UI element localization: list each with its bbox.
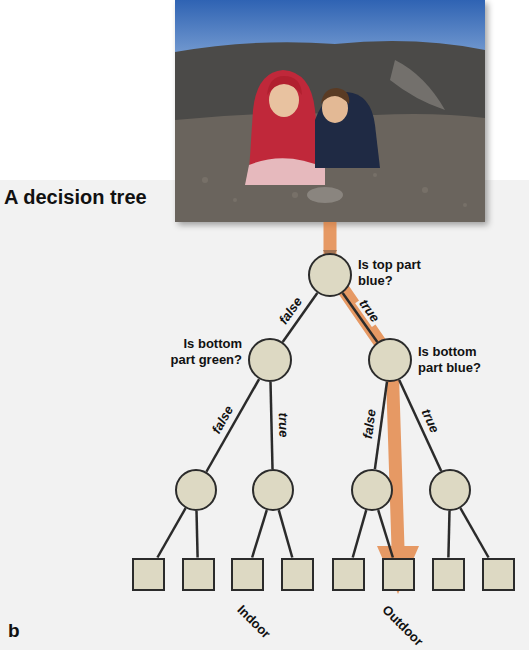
tree-branch <box>206 379 259 472</box>
leaf-node <box>332 558 365 591</box>
tree-branch <box>448 511 449 558</box>
node-circle <box>429 469 471 511</box>
node-square <box>281 558 314 591</box>
node-square <box>432 558 465 591</box>
decision-node: Is bottom part green? <box>248 338 292 382</box>
leaf-node <box>281 558 314 591</box>
node-circle <box>248 338 292 382</box>
question-label: Is bottom part green? <box>158 336 242 369</box>
leaf-node <box>432 558 465 591</box>
panel-letter: b <box>8 620 20 642</box>
tree-branch <box>252 510 267 557</box>
tree-branch <box>196 511 197 558</box>
tree-branch <box>353 510 367 557</box>
leaf-node <box>182 558 215 591</box>
tree-branch <box>378 510 393 557</box>
tree-branch <box>279 510 293 557</box>
node-circle <box>351 469 393 511</box>
node-square <box>182 558 215 591</box>
tree-branch <box>460 508 488 557</box>
node-square <box>382 558 415 591</box>
node-circle <box>175 469 217 511</box>
diagram-title: A decision tree <box>4 186 147 209</box>
decision-node <box>351 469 393 511</box>
node-square <box>332 558 365 591</box>
leaf-node: Indoor <box>231 558 264 591</box>
decision-node <box>252 469 294 511</box>
question-label: Is top part blue? <box>358 257 428 290</box>
node-square <box>482 558 515 591</box>
tree-branch <box>271 382 273 469</box>
node-circle <box>308 253 352 297</box>
decision-node <box>429 469 471 511</box>
photo <box>175 0 485 222</box>
tree-branch <box>157 508 185 557</box>
leaf-node <box>482 558 515 591</box>
decision-node: Is top part blue? <box>308 253 352 297</box>
node-square <box>231 558 264 591</box>
decision-node <box>175 469 217 511</box>
node-circle <box>368 338 412 382</box>
node-square <box>132 558 165 591</box>
question-label: Is bottom part blue? <box>418 344 498 377</box>
leaf-node: Outdoor <box>382 558 415 591</box>
node-circle <box>252 469 294 511</box>
branch-label: true <box>275 411 290 440</box>
leaf-node <box>132 558 165 591</box>
decision-node: Is bottom part blue? <box>368 338 412 382</box>
